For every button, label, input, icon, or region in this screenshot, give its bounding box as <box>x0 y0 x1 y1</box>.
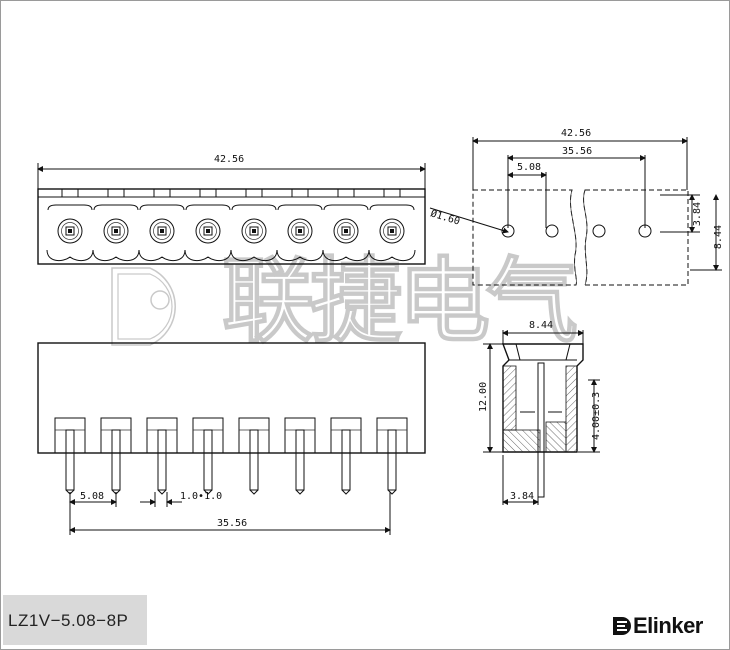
front-terminal-cell <box>184 188 232 262</box>
brand-name: Elinker <box>633 613 703 638</box>
front-terminal-cells <box>46 188 416 262</box>
bottom-pin <box>100 417 132 495</box>
front-terminal-cell <box>138 188 186 262</box>
bottom-pin <box>284 417 316 495</box>
side-hole <box>545 224 559 238</box>
front-terminal-cell <box>92 188 140 262</box>
profile-height-dim: 12.00 <box>478 382 489 412</box>
bottom-pin <box>192 417 224 495</box>
front-terminal-cell <box>46 188 94 262</box>
profile-depth-dim: 8.44 <box>529 320 553 331</box>
front-terminal-cell <box>276 188 324 262</box>
side-span-dim: 35.56 <box>562 146 592 157</box>
bottom-pin <box>238 417 270 495</box>
profile-pin-offset-dim: 3.84 <box>510 491 534 502</box>
elinker-logo-icon <box>613 617 631 635</box>
brand: Elinker <box>611 611 703 641</box>
side-height-dim: 8.44 <box>713 225 724 249</box>
watermark-logo-icon <box>111 267 176 346</box>
bottom-view: 5.08 1.0•1.0 35.56 <box>37 342 426 535</box>
profile-view: 8.44 12.00 4.00±0.3 3.84 <box>478 320 602 505</box>
model-label-box <box>3 595 147 645</box>
watermark: 联捷电气 <box>111 247 582 356</box>
front-terminal-cell <box>368 188 416 262</box>
front-terminal-cell <box>322 188 370 262</box>
front-view: 42.56 <box>37 154 426 265</box>
side-width-dim: 42.56 <box>561 128 591 139</box>
bottom-pin <box>54 417 86 495</box>
side-hole-diameter-dim: Ø1.60 <box>429 207 461 227</box>
bottom-pin <box>146 417 178 495</box>
bottom-pin <box>330 417 362 495</box>
bottom-pin-row <box>54 417 408 495</box>
side-hole <box>638 224 652 238</box>
model-label: LZ1V−5.08−8P <box>8 611 129 630</box>
side-hole <box>501 224 515 238</box>
bottom-pitch-dim: 5.08 <box>80 491 104 502</box>
side-hole-row <box>501 224 652 238</box>
side-view: 42.56 35.56 5.08 Ø1.60 3.84 8.44 <box>429 128 724 286</box>
bottom-pin-size-dim: 1.0•1.0 <box>180 491 222 502</box>
profile-pin-length-dim: 4.00±0.3 <box>591 392 602 440</box>
watermark-text: 联捷电气 <box>222 248 577 355</box>
bottom-pin <box>376 417 408 495</box>
side-hole-offset-dim: 3.84 <box>692 202 703 226</box>
bottom-span-dim: 35.56 <box>217 518 247 529</box>
side-pitch-dim: 5.08 <box>517 162 541 173</box>
front-width-dim: 42.56 <box>214 154 244 165</box>
side-hole <box>592 224 606 238</box>
front-terminal-cell <box>230 188 278 262</box>
